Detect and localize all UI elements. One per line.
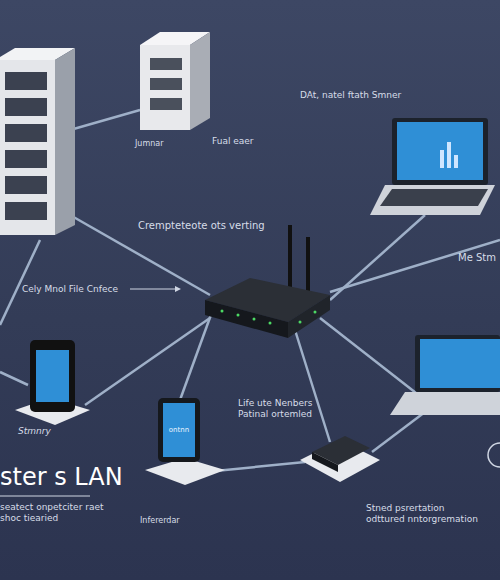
device-label: Stned psrertation odttured nntorgrematio…: [366, 503, 478, 525]
screen-text: ontnn: [169, 426, 189, 434]
device-label: Fual eaer: [212, 136, 272, 147]
tower-slot: [150, 78, 182, 90]
tower-slot: [150, 98, 182, 110]
server-front: [0, 60, 55, 235]
tablet-device: ontnn: [158, 398, 200, 462]
cable: [372, 412, 425, 452]
device-label: Life ute Nenbers Patinal ortemled: [238, 398, 318, 420]
chart-bar: [440, 150, 444, 168]
router-front: [205, 300, 288, 338]
device-label: DAt, natel ftath Smner: [300, 90, 430, 101]
tower-slot: [150, 58, 182, 70]
laptop-lid: [392, 118, 488, 185]
cable: [70, 110, 140, 130]
router-led: [221, 310, 224, 313]
antenna: [306, 237, 310, 295]
title-rule: [0, 496, 90, 497]
laptop-base: [390, 392, 500, 415]
device-label: Crempteteote ots verting: [138, 220, 288, 231]
cable: [295, 330, 330, 442]
tower-server: [140, 32, 210, 130]
server-slot: [5, 176, 47, 194]
server-slot: [5, 150, 47, 168]
laptop-lid: [415, 335, 500, 392]
laptop-screen: [397, 122, 483, 180]
chart-bar: [447, 142, 451, 168]
cable: [0, 240, 40, 325]
router-led: [314, 311, 317, 314]
router-side: [288, 295, 330, 338]
router-led: [237, 314, 240, 317]
device-label: Cely Mnol File Cnfece: [22, 284, 132, 295]
tablet-base: [145, 458, 225, 485]
router-led: [299, 321, 302, 324]
tower-side: [190, 32, 210, 130]
edge-device: [488, 443, 500, 467]
leader-arrow: [130, 289, 176, 290]
router-led: [269, 322, 272, 325]
laptop-top: [370, 118, 495, 215]
router: [205, 225, 330, 338]
cable: [330, 240, 500, 292]
router-led: [253, 318, 256, 321]
cable: [180, 312, 212, 400]
network-switch: [300, 436, 380, 482]
laptop-keys: [380, 189, 488, 206]
phone-screen: [36, 350, 69, 402]
rack-server: [0, 48, 75, 235]
laptop-bottom: [390, 335, 500, 415]
device-label: Infererdar: [140, 515, 210, 526]
server-slot: [5, 72, 47, 90]
arrow-head: [175, 286, 181, 292]
device-label: Stmnry: [18, 426, 78, 437]
cable: [0, 372, 28, 385]
tower-front: [140, 45, 190, 130]
cable: [85, 318, 210, 405]
server-slot: [5, 124, 47, 142]
device-label: Me Stm: [458, 252, 500, 263]
device-label: Jumnar: [135, 138, 195, 149]
cable: [320, 318, 425, 400]
laptop-base: [370, 185, 495, 215]
server-slot: [5, 202, 47, 220]
laptop-screen: [420, 339, 500, 388]
switch-front: [312, 452, 338, 472]
diagram-title: ster s LAN: [0, 463, 123, 491]
chart-bar: [454, 155, 458, 168]
device-label: seatect onpetciter raet shoc tiearied: [0, 502, 110, 524]
server-slot: [5, 98, 47, 116]
phone-device: [15, 340, 90, 425]
server-side: [55, 48, 75, 235]
tablet-screen: ontnn: [163, 403, 195, 457]
phone-body: [30, 340, 75, 412]
